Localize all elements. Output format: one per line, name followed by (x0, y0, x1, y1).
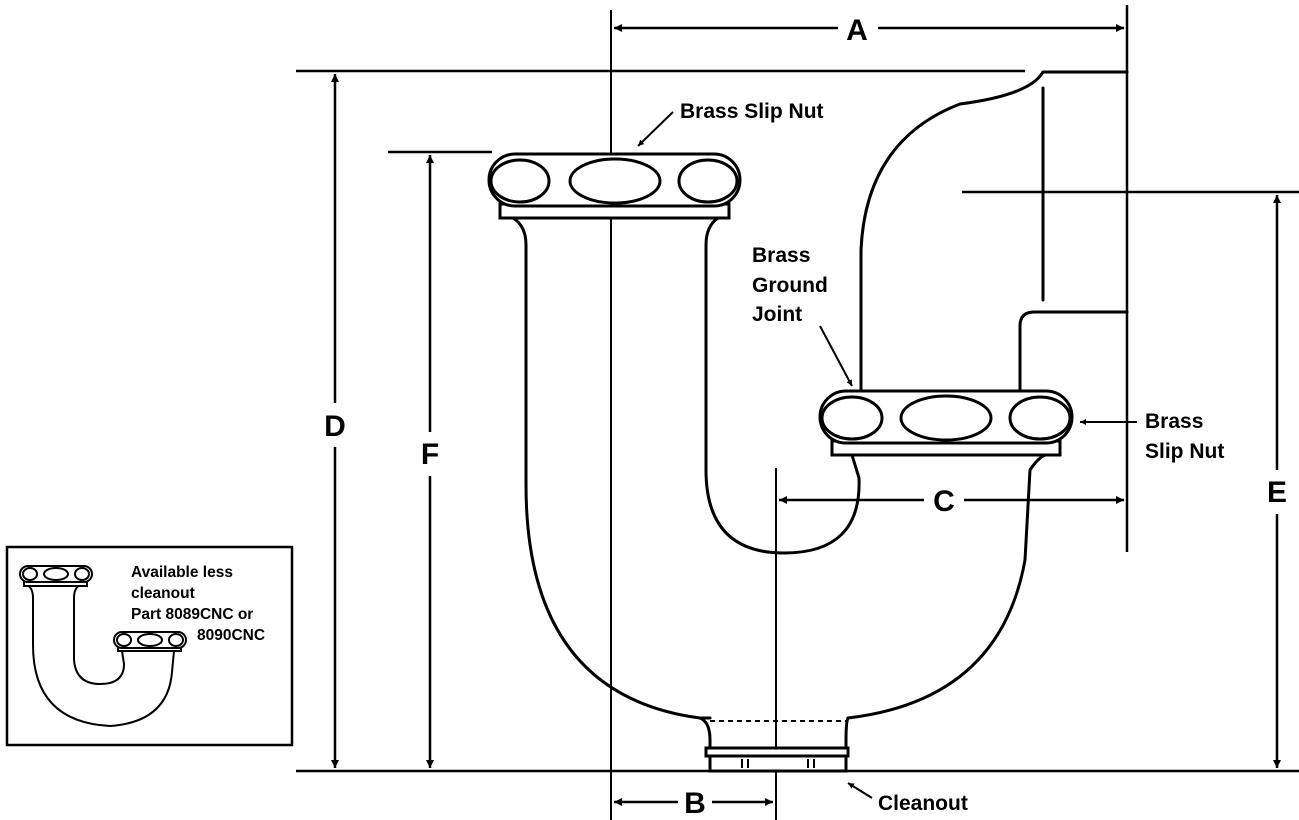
inset-text-line2: cleanout (131, 585, 195, 602)
dimension-c-label: C (933, 485, 955, 518)
inset-text-line4: 8090CNC (197, 627, 265, 644)
right-brass-slip-nut (818, 389, 1074, 457)
dimension-c: C (779, 485, 1124, 518)
dimension-e-label: E (1267, 476, 1287, 509)
trap-outer-right-wall (846, 453, 1047, 720)
right-nut-facet-center (899, 394, 993, 442)
inset-top-nut-facet (74, 567, 90, 581)
callout-ground-joint-line3: Joint (752, 303, 802, 326)
p-trap-body (511, 70, 1129, 773)
inset-trap-outer (26, 584, 175, 727)
dimension-b: B (614, 787, 773, 820)
callout-cleanout-text: Cleanout (878, 792, 968, 815)
cleanout-plug (708, 754, 848, 773)
callout-ground-joint-leader (819, 325, 853, 387)
dimension-f: F (421, 155, 439, 768)
callout-ground-joint-line1: Brass (752, 244, 810, 267)
inset-top-nut-facet (22, 567, 38, 581)
callout-ground-joint-line2: Ground (752, 274, 828, 297)
inset-text-line1: Available less (131, 564, 233, 581)
right-nut-facet-right (1008, 395, 1072, 441)
top-nut-facet-center (568, 157, 662, 205)
inset-right-nut-facet (137, 633, 163, 647)
callout-right-slip-nut-line1: Brass (1145, 410, 1203, 433)
inset-text-line3: Part 8089CNC or (131, 606, 253, 623)
callout-cleanout: Cleanout (847, 782, 968, 815)
callout-right-slip-nut-line2: Slip Nut (1145, 440, 1224, 463)
cleanout-neck-right (844, 716, 850, 750)
outlet-elbow-outer (859, 70, 1129, 392)
dimension-e: E (1267, 195, 1287, 768)
callout-top-slip-nut-text: Brass Slip Nut (680, 100, 824, 123)
inset-right-nut-facet (116, 633, 132, 647)
dimension-f-label: F (421, 438, 439, 471)
inset-right-nut-facet (168, 633, 184, 647)
callout-cleanout-leader (847, 782, 873, 799)
dimension-d-label: D (324, 410, 346, 443)
cleanout-neck-left (698, 716, 712, 750)
dimension-a: A (614, 14, 1124, 47)
dimension-d: D (324, 74, 346, 768)
dimension-b-label: B (684, 787, 706, 820)
top-brass-slip-nut (487, 152, 742, 220)
callout-right-slip-nut: Brass Slip Nut (1080, 410, 1224, 463)
dimension-a-label: A (846, 14, 868, 47)
reference-lines (296, 5, 1299, 820)
trap-outer-left-wall (511, 216, 712, 720)
callout-ground-joint: Brass Ground Joint (752, 244, 853, 387)
callout-top-slip-nut: Brass Slip Nut (637, 100, 824, 147)
callout-top-slip-nut-leader (637, 111, 674, 147)
outlet-arm-bottom (1018, 310, 1129, 392)
inset-less-cleanout: Available less cleanout Part 8089CNC or … (5, 545, 294, 747)
right-nut-facet-left (820, 395, 884, 441)
top-nut-facet-left (489, 158, 551, 204)
inset-top-nut-facet (43, 567, 69, 581)
trap-inner-wall (704, 216, 861, 555)
top-nut-facet-right (677, 158, 739, 204)
inset-trap-inner (73, 584, 125, 685)
